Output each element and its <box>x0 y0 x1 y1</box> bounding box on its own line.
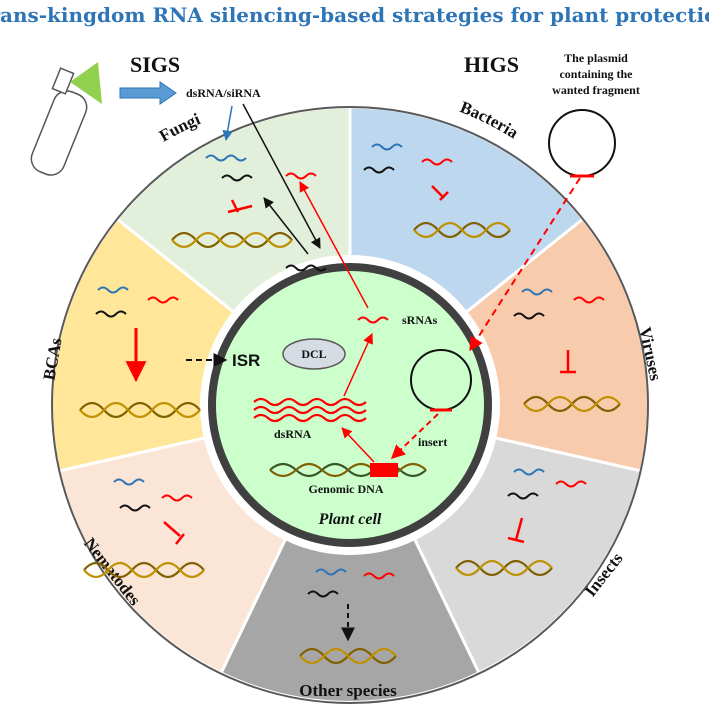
plasmid-label-2: containing the <box>559 67 633 81</box>
bacteria-inhibition-icon <box>431 185 449 201</box>
viruses-rna-blue <box>521 288 553 296</box>
nematodes-inhibition-icon <box>163 521 185 545</box>
insert-label: insert <box>418 435 447 449</box>
dsrna-label: dsRNA <box>274 427 312 441</box>
insects-dna-icon <box>455 559 553 577</box>
nematodes-rna-black <box>119 504 151 512</box>
fungi-uptake-arrow <box>222 105 233 142</box>
fungi-rna-blue <box>205 154 247 162</box>
other-rna-red <box>363 572 395 580</box>
higs-label: HIGS <box>464 52 519 77</box>
cell-srna-red <box>357 316 389 324</box>
insects-rna-red <box>555 480 587 488</box>
nematodes-rna-blue <box>113 478 145 486</box>
plasmid-circle <box>548 109 616 177</box>
plant-cell-title: Plant cell <box>318 511 382 528</box>
other-dna-icon <box>299 647 397 665</box>
cell-to-fungi-arrow <box>263 197 309 255</box>
sigs-label: SIGS <box>130 52 180 77</box>
plasmid-transfer-arrow <box>469 177 581 352</box>
genomic-dna-label: Genomic DNA <box>309 482 384 496</box>
viruses-dna-icon <box>523 395 621 413</box>
label-fungi: Fungi <box>156 109 203 145</box>
bacteria-rna-black <box>363 166 395 174</box>
spray-label: dsRNA/siRNA <box>186 86 261 100</box>
dsrna-to-srna-arrow <box>343 333 373 397</box>
spray-bottle-icon <box>30 62 102 176</box>
spray-direction-arrow <box>119 81 177 105</box>
srna-export-arrow <box>299 181 369 309</box>
fungi-inhibition-icon <box>227 199 253 214</box>
dsrna-uptake-arrow <box>242 103 321 249</box>
viruses-inhibition-icon <box>560 350 576 374</box>
insects-inhibition-icon <box>507 517 525 544</box>
genomic-insert-block <box>370 463 398 477</box>
dcl-label: DCL <box>301 347 326 361</box>
insert-arrow <box>390 413 439 459</box>
nematodes-dna-icon <box>83 561 205 579</box>
plasmid-label-3: wanted fragment <box>552 83 640 97</box>
genomic-dna-icon <box>269 462 427 478</box>
plasmid-label-1: The plasmid <box>564 51 628 65</box>
isr-label: ISR <box>232 351 260 370</box>
viruses-rna-red <box>573 296 605 304</box>
bcas-rna-blue <box>97 286 129 294</box>
fungi-dna-icon <box>171 231 293 249</box>
cell-rna-black <box>285 264 327 272</box>
plant-cell <box>208 263 492 547</box>
viruses-rna-black <box>513 312 545 320</box>
label-other-species: Other species <box>299 681 397 700</box>
fungi-rna-red <box>285 172 317 180</box>
insects-rna-blue <box>513 468 545 476</box>
outer-ring-border <box>51 106 649 704</box>
bacteria-rna-red <box>421 158 453 166</box>
bcas-rna-black <box>95 310 127 318</box>
dsrna-waves <box>253 397 367 423</box>
bacteria-rna-blue <box>371 143 403 151</box>
dcl-ellipse <box>282 338 346 370</box>
dna-to-dsrna-arrow <box>341 427 375 463</box>
bacteria-dna-icon <box>413 221 511 239</box>
insects-rna-black <box>507 492 539 500</box>
srnas-label: sRNAs <box>402 313 438 327</box>
fungi-rna-black <box>221 174 253 182</box>
nematodes-rna-red <box>161 494 193 502</box>
other-rna-blue <box>315 568 347 576</box>
bcas-rna-red <box>147 296 179 304</box>
other-rna-black <box>307 590 339 598</box>
bcas-dna-icon <box>79 401 201 419</box>
figure-title: Trans-kingdom RNA silencing-based strate… <box>0 3 709 27</box>
